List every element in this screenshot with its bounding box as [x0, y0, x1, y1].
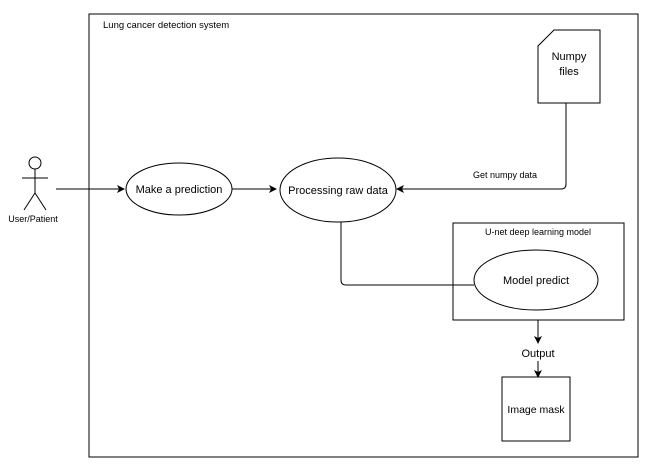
usecase-model-predict-label: Model predict — [503, 275, 569, 287]
usecase-make-prediction — [125, 162, 233, 216]
system-boundary — [88, 13, 639, 458]
unet-model-container-label: U-net deep learning model — [485, 227, 591, 237]
actor-user — [22, 156, 48, 211]
image-mask-box — [501, 376, 571, 442]
actor-leg-left — [23, 192, 36, 211]
usecase-model-predict — [473, 249, 599, 311]
edge-label-get-numpy-data: Get numpy data — [473, 170, 537, 180]
image-mask-label: Image mask — [507, 404, 565, 416]
edge-numpy-to-processing — [396, 103, 567, 193]
system-title: Lung cancer detection system — [103, 20, 229, 31]
usecase-processing-raw-data — [279, 157, 397, 223]
edge-processing-to-model — [340, 222, 474, 286]
numpy-files-label-line1: Numpy — [552, 51, 587, 63]
usecase-make-prediction-label: Make a prediction — [136, 184, 223, 196]
actor-leg-right — [34, 192, 47, 211]
actor-head — [28, 156, 42, 170]
numpy-files-document — [537, 29, 601, 104]
actor-label: User/Patient — [8, 214, 58, 224]
numpy-files-label-line2: files — [559, 66, 579, 78]
edge-label-output: Output — [521, 348, 554, 360]
usecase-processing-raw-data-label: Processing raw data — [288, 185, 389, 197]
unet-model-container — [452, 222, 625, 321]
